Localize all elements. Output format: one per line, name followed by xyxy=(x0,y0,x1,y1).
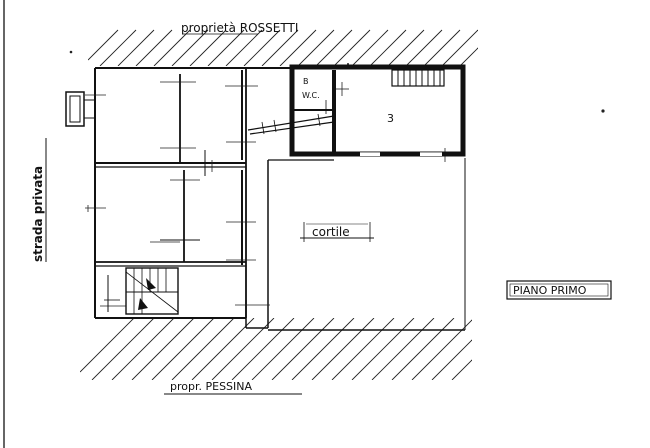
courtyard-marker xyxy=(300,222,374,242)
hatch-south xyxy=(80,318,472,380)
building-outline xyxy=(94,67,466,331)
speck-dot xyxy=(69,50,73,54)
south-label: propr. PESSINA xyxy=(170,380,253,393)
courtyard-label: cortile xyxy=(312,225,350,239)
room-block xyxy=(289,64,466,157)
hatch-north xyxy=(88,29,478,66)
staircase-main xyxy=(104,267,179,315)
floor-label: PIANO PRIMO xyxy=(513,284,587,297)
north-label: proprietà ROSSETTI xyxy=(181,21,298,35)
room-small-alt-label: B xyxy=(303,77,309,86)
balcony xyxy=(65,91,95,127)
room-small-label: W.C. xyxy=(302,91,320,100)
dimension-ticks xyxy=(85,81,446,307)
staircase-room xyxy=(391,69,445,87)
interior-walls xyxy=(95,68,247,318)
floor-label-frame xyxy=(506,280,612,300)
room-number-label: 3 xyxy=(387,112,394,125)
speck-dot xyxy=(601,109,605,113)
speck-dot xyxy=(347,63,349,65)
west-label: strada privata xyxy=(31,166,45,262)
